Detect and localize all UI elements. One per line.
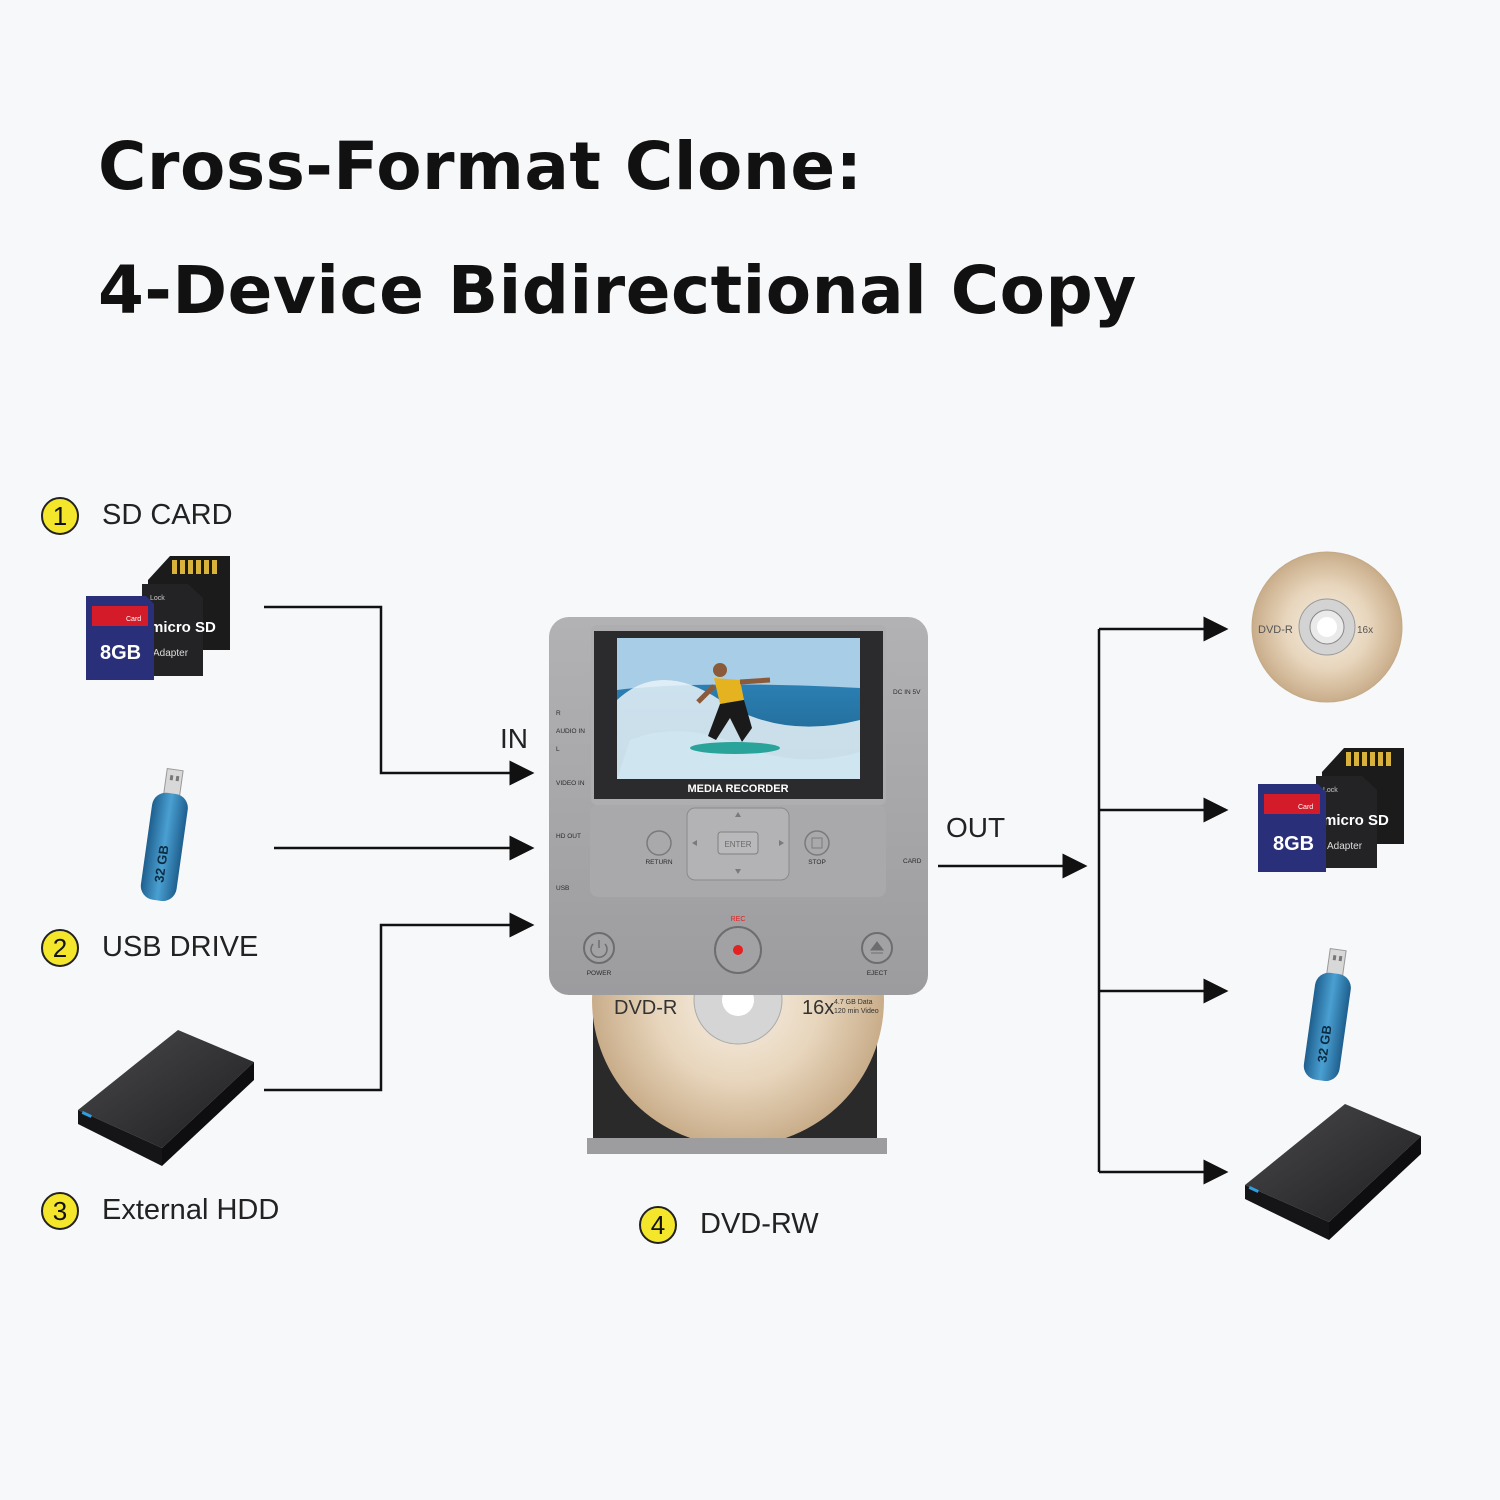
in-label: IN	[500, 723, 528, 754]
usb-capacity-text: 32 GB	[151, 844, 171, 883]
out-label: OUT	[946, 812, 1006, 843]
sd-card-icon: Lock micro SD Adapter Card 8GB	[86, 556, 230, 680]
input-connectors	[264, 605, 535, 1092]
recorder-name: MEDIA RECORDER	[687, 783, 788, 795]
port-dc-in: DC IN 5V	[893, 689, 921, 696]
label-dvd-rw: DVD-RW	[700, 1208, 819, 1240]
label-external-hdd: External HDD	[102, 1194, 280, 1226]
sd-capacity-text: 8GB	[100, 642, 141, 664]
rec-button-label: REC	[731, 916, 746, 923]
tray-disc-label: DVD-R	[614, 997, 677, 1019]
port-card: CARD	[903, 858, 922, 865]
media-recorder: DVD-R 16x 4.7 GB Data 120 min Video MEDI…	[549, 617, 928, 1154]
right-micro-lock-text: Lock	[1323, 787, 1338, 794]
label-usb-drive: USB DRIVE	[102, 931, 259, 963]
right-disc-speed: 16x	[1357, 625, 1373, 636]
enter-button-label: ENTER	[724, 840, 751, 849]
usb-drive-icon: 32 GB	[140, 767, 188, 902]
right-adapter-text: Adapter	[1327, 841, 1363, 852]
number-badge-3: 3	[41, 1192, 79, 1230]
tray-disc-speed: 16x	[802, 997, 834, 1019]
right-sd-card-tag-text: Card	[1298, 804, 1313, 811]
eject-button-label: EJECT	[867, 970, 888, 977]
number-badge-2: 2	[41, 929, 79, 967]
usb-drive-icon-right: 32 GB	[1303, 947, 1351, 1082]
external-hdd-icon	[78, 1030, 254, 1166]
port-audio-l: L	[556, 746, 560, 753]
port-usb: USB	[556, 885, 569, 892]
micro-lock-text: Lock	[150, 595, 165, 602]
tray-disc-video: 120 min Video	[834, 1008, 879, 1015]
port-audio-in: AUDIO IN	[556, 728, 585, 735]
sd-card-tag-text: Card	[126, 616, 141, 623]
return-button-label: RETURN	[645, 859, 672, 866]
connector-sd-in	[264, 605, 535, 786]
number-badge-1: 1	[41, 497, 79, 535]
label-sd-card: SD CARD	[102, 499, 233, 531]
tray-disc-data: 4.7 GB Data	[834, 999, 873, 1006]
right-disc-label: DVD-R	[1258, 624, 1293, 636]
title-line-1: Cross-Format Clone:	[98, 128, 863, 205]
title-line-2: 4-Device Bidirectional Copy	[98, 252, 1137, 329]
port-audio-r: R	[556, 710, 561, 717]
dvd-disc-icon: DVD-R 16x	[1251, 551, 1403, 703]
right-micro-sd-brand-text: micro SD	[1323, 812, 1389, 829]
power-button-label: POWER	[587, 970, 612, 977]
sd-card-icon-right: Lock micro SD Adapter Card 8GB	[1258, 748, 1404, 872]
stop-button-label: STOP	[808, 859, 826, 866]
adapter-text: Adapter	[153, 648, 189, 659]
external-hdd-icon-right	[1245, 1104, 1421, 1240]
output-connectors	[938, 616, 1229, 1185]
right-usb-capacity-text: 32 GB	[1314, 1024, 1334, 1063]
number-badge-4: 4	[639, 1206, 677, 1244]
right-sd-capacity-text: 8GB	[1273, 833, 1314, 855]
micro-sd-brand-text: micro SD	[150, 619, 216, 636]
connector-hdd-in	[264, 912, 535, 1092]
port-video-in: VIDEO IN	[556, 780, 585, 787]
port-hd-out: HD OUT	[556, 833, 581, 840]
